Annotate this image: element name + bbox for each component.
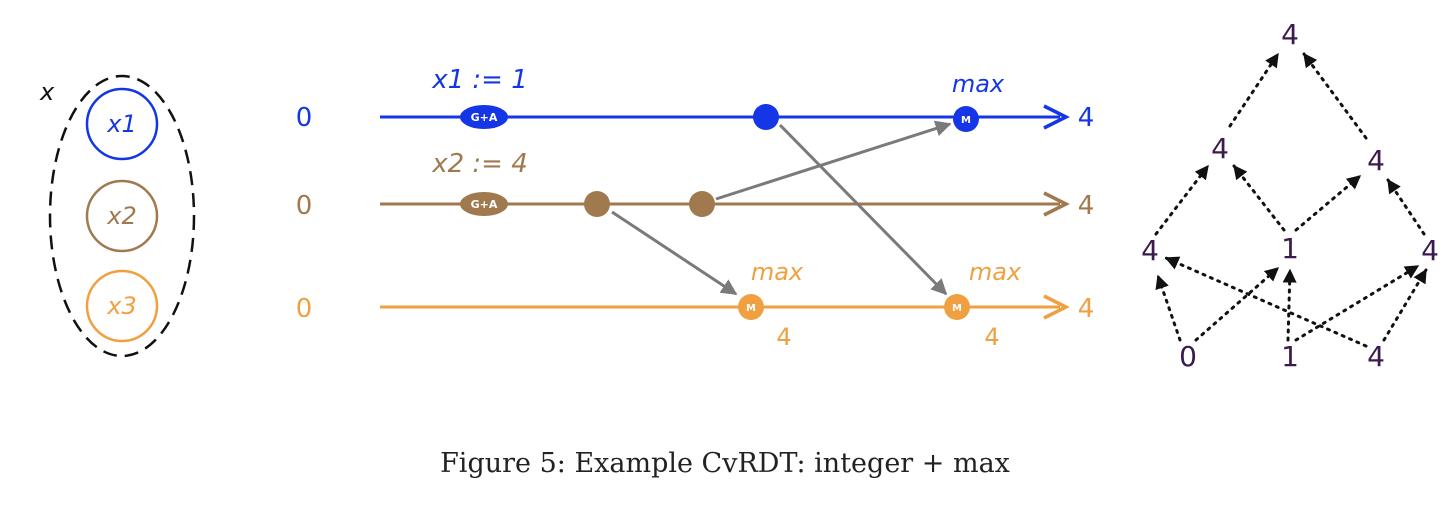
timeline-3-initial: 0 bbox=[296, 294, 313, 324]
lattice-edge-b2-l3right bbox=[1382, 268, 1428, 342]
message-arrow-1-to-3b bbox=[778, 123, 948, 296]
lattice-edge-b1-l3right bbox=[1294, 264, 1420, 342]
timeline-3-merge-1-badge bbox=[738, 294, 764, 320]
message-arrow-2-to-3a bbox=[611, 210, 738, 296]
timeline-2-update-badge bbox=[460, 192, 508, 216]
replica-2-circle bbox=[85, 179, 159, 253]
timeline-1-assignment: x1 := 1 bbox=[431, 65, 528, 95]
timeline-1-arrowhead bbox=[1043, 104, 1070, 130]
timeline-2-update-badge-label: G+A bbox=[471, 198, 498, 211]
timeline-3-merge-2-value: 4 bbox=[984, 323, 999, 351]
timeline-1-final: 4 bbox=[1078, 103, 1095, 133]
lattice-edge-l2right-top bbox=[1302, 52, 1368, 140]
lattice-bottom-right: 4 bbox=[1367, 340, 1385, 373]
lattice-l3-right: 4 bbox=[1421, 234, 1439, 267]
lattice-edge-l3mid-l2right bbox=[1294, 174, 1362, 232]
replica-1-circle bbox=[85, 87, 159, 161]
replica-2-label: x2 bbox=[106, 202, 136, 230]
figure-caption: Figure 5: Example CvRDT: integer + max bbox=[440, 448, 1010, 479]
timeline-1-merge-label: max bbox=[952, 70, 1005, 98]
lattice-bottom-middle: 1 bbox=[1281, 340, 1299, 373]
lattice-edge-l2left-top bbox=[1228, 52, 1280, 128]
lattice-edge-b2-l3left bbox=[1164, 256, 1368, 348]
timeline-3-merge-2-badge-label: M bbox=[952, 303, 962, 314]
replica-1-label: x1 bbox=[106, 110, 136, 138]
timeline-2-final: 4 bbox=[1078, 191, 1095, 221]
timeline-3-merge-1-badge-label: M bbox=[746, 303, 756, 314]
timeline-3-merge-1-value: 4 bbox=[776, 323, 791, 351]
timeline-1-merge-badge bbox=[953, 106, 979, 132]
message-arrow-2-to-1 bbox=[715, 120, 952, 201]
timeline-2-assignment: x2 := 4 bbox=[431, 149, 528, 179]
timeline-3-final: 4 bbox=[1078, 294, 1095, 324]
timeline-3-merge-2-badge bbox=[944, 294, 970, 320]
timeline-2-initial: 0 bbox=[296, 191, 313, 221]
timeline-1-send-event bbox=[753, 104, 779, 130]
timeline-1-merge-badge-label: M bbox=[961, 115, 971, 126]
timeline-1-update-badge-label: G+A bbox=[471, 111, 498, 124]
timeline-1-update-badge bbox=[460, 105, 508, 129]
timeline-2-arrowhead bbox=[1043, 191, 1070, 217]
replica-3-label: x3 bbox=[106, 292, 136, 320]
timeline-3-merge-1-label: max bbox=[751, 258, 804, 286]
object-boundary bbox=[48, 74, 196, 358]
lattice-l2-right: 4 bbox=[1367, 144, 1385, 177]
lattice-edge-l3right-l2right bbox=[1386, 178, 1426, 236]
lattice-edge-b1-l3mid bbox=[1282, 268, 1297, 342]
replica-3-circle bbox=[85, 269, 159, 343]
lattice-bottom-left: 0 bbox=[1179, 340, 1197, 373]
lattice-edge-l3left-l2left bbox=[1154, 164, 1210, 236]
timeline-3-merge-2-label: max bbox=[969, 258, 1022, 286]
timeline-2-send-event-1 bbox=[584, 191, 610, 217]
lattice-l3-left: 4 bbox=[1141, 234, 1159, 267]
lattice-edge-b0-l3mid bbox=[1194, 266, 1280, 342]
lattice-edge-l3mid-l2left bbox=[1232, 164, 1286, 232]
cvrdt-diagram: x x1 x2 x3 0 4 x1 := 1 G+A max M 0 4 x2 … bbox=[39, 18, 1439, 373]
lattice-l2-left: 4 bbox=[1211, 132, 1229, 165]
lattice-l3-middle: 1 bbox=[1281, 232, 1299, 265]
timeline-2-send-event-2 bbox=[689, 191, 715, 217]
lattice-edge-b0-l3left bbox=[1155, 274, 1182, 342]
object-label: x bbox=[39, 78, 55, 106]
lattice-top: 4 bbox=[1281, 18, 1299, 51]
timeline-3-arrowhead bbox=[1043, 294, 1070, 320]
timeline-1-initial: 0 bbox=[296, 103, 313, 133]
